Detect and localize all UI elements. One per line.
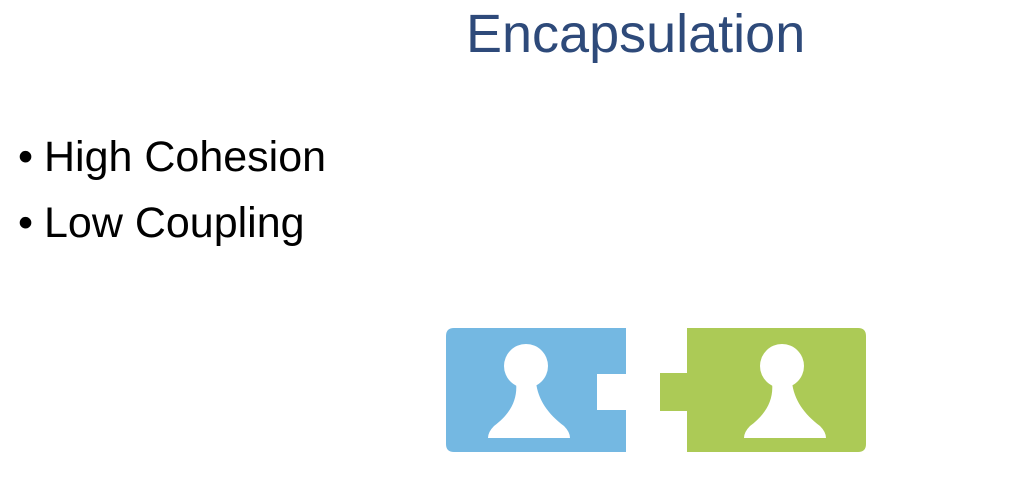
bullet-dot: • bbox=[18, 199, 34, 247]
bullet-dot: • bbox=[18, 133, 34, 181]
bullet-item-high-cohesion: •High Cohesion bbox=[18, 124, 326, 190]
bullet-text: Low Coupling bbox=[44, 199, 305, 247]
green-puzzle-piece-icon bbox=[660, 328, 866, 452]
person-icon bbox=[488, 344, 570, 438]
bullet-item-low-coupling: •Low Coupling bbox=[18, 190, 326, 256]
bullet-text: High Cohesion bbox=[44, 133, 327, 181]
slide-title: Encapsulation bbox=[466, 4, 806, 64]
person-icon bbox=[744, 344, 826, 438]
puzzle-illustration bbox=[446, 328, 866, 452]
bullet-list: •High Cohesion •Low Coupling bbox=[18, 124, 326, 256]
